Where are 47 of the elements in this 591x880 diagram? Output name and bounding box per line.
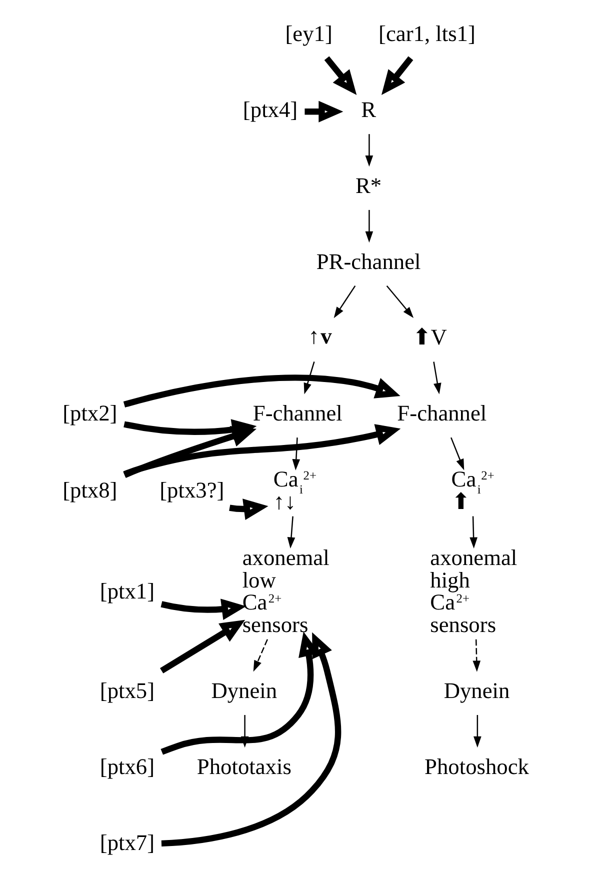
arrow xyxy=(229,498,268,520)
node-text: R* xyxy=(356,172,382,198)
arrow xyxy=(160,598,246,620)
node-text: R xyxy=(361,97,376,122)
arrow xyxy=(474,715,482,748)
arrow xyxy=(304,100,344,122)
node-text: [ptx2] xyxy=(62,400,118,426)
arrow xyxy=(433,362,442,394)
arrow xyxy=(324,56,357,95)
node-text: F-channel xyxy=(252,400,342,426)
arrow xyxy=(253,639,268,672)
node-text: [ptx4] xyxy=(242,97,298,122)
node-text: Phototaxis xyxy=(196,754,292,779)
node-text: axonemal high Ca$^{2+}$ sensors xyxy=(430,544,518,638)
arrow xyxy=(365,134,374,167)
node-text: [ptx3?] xyxy=(160,478,224,503)
node-text: [ptx5] xyxy=(100,678,155,703)
arrow xyxy=(472,639,481,672)
node-text: [ptx7] xyxy=(100,830,155,855)
node-text: [ptx1] xyxy=(100,578,155,604)
arrow xyxy=(160,620,246,674)
arrow xyxy=(240,715,249,748)
arrow xyxy=(123,426,256,478)
node-text: [ptx6] xyxy=(100,754,155,779)
node-text: [ptx8] xyxy=(62,478,118,503)
node-text: Photoshock xyxy=(424,754,529,779)
arrow xyxy=(161,632,342,847)
node-text: Dynein xyxy=(444,678,510,703)
node-text: ⬆V xyxy=(412,324,447,350)
arrow xyxy=(304,362,315,394)
arrow xyxy=(334,286,356,318)
arrow xyxy=(450,437,464,470)
node-text: [ey1] xyxy=(285,21,332,46)
arrow xyxy=(470,516,478,549)
node-text: [car1, lts1] xyxy=(378,21,476,46)
arrow xyxy=(123,374,400,408)
arrow xyxy=(381,56,414,95)
node-text: axonemal low Ca$^{2+}$ sensors xyxy=(242,544,330,638)
node-text: ↑v xyxy=(308,323,332,348)
node-text: PR-channel xyxy=(316,248,421,274)
node-text: F-channel xyxy=(397,400,487,426)
arrow xyxy=(365,210,374,243)
arrow xyxy=(123,424,401,478)
node-text: Dynein xyxy=(211,678,278,703)
arrow xyxy=(292,438,300,470)
arrow xyxy=(287,516,296,549)
arrow xyxy=(386,285,414,318)
